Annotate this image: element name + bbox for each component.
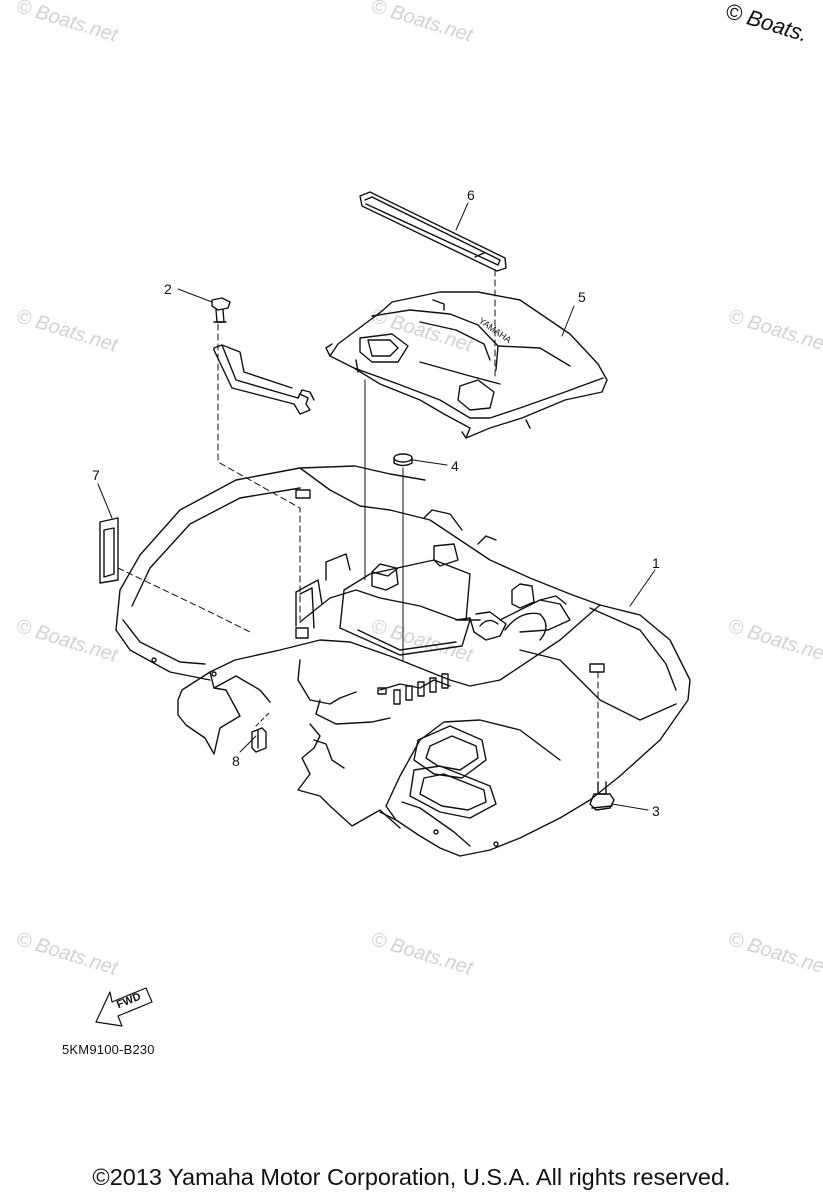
callout-4: 4	[451, 458, 459, 474]
part-2-bolt	[211, 297, 231, 323]
part-5-carrier	[325, 291, 608, 439]
fwd-arrow-icon	[95, 987, 153, 1027]
callout-3: 3	[652, 803, 660, 819]
part-7-emblem	[99, 517, 119, 584]
part-1-rear-fender	[115, 465, 691, 857]
fwd-label: FWD	[115, 990, 143, 1012]
callout-8: 8	[232, 753, 240, 769]
part-3-bolt	[589, 781, 615, 811]
diagram-code: 5KM9100-B230	[62, 1042, 155, 1057]
callout-5: 5	[578, 289, 586, 305]
copyright-notice: ©2013 Yamaha Motor Corporation, U.S.A. A…	[92, 1164, 731, 1190]
callout-2: 2	[164, 281, 172, 297]
callout-6: 6	[467, 187, 475, 203]
callout-1: 1	[652, 555, 660, 571]
part-6-pad	[359, 191, 507, 272]
part-8-clip	[251, 727, 267, 753]
fwd-indicator: FWD	[90, 985, 160, 1035]
part-4-grommet	[393, 453, 413, 467]
assembly-lines	[117, 269, 599, 783]
callout-7: 7	[92, 467, 100, 483]
callout-leaders	[97, 202, 656, 811]
bracket	[213, 344, 315, 415]
